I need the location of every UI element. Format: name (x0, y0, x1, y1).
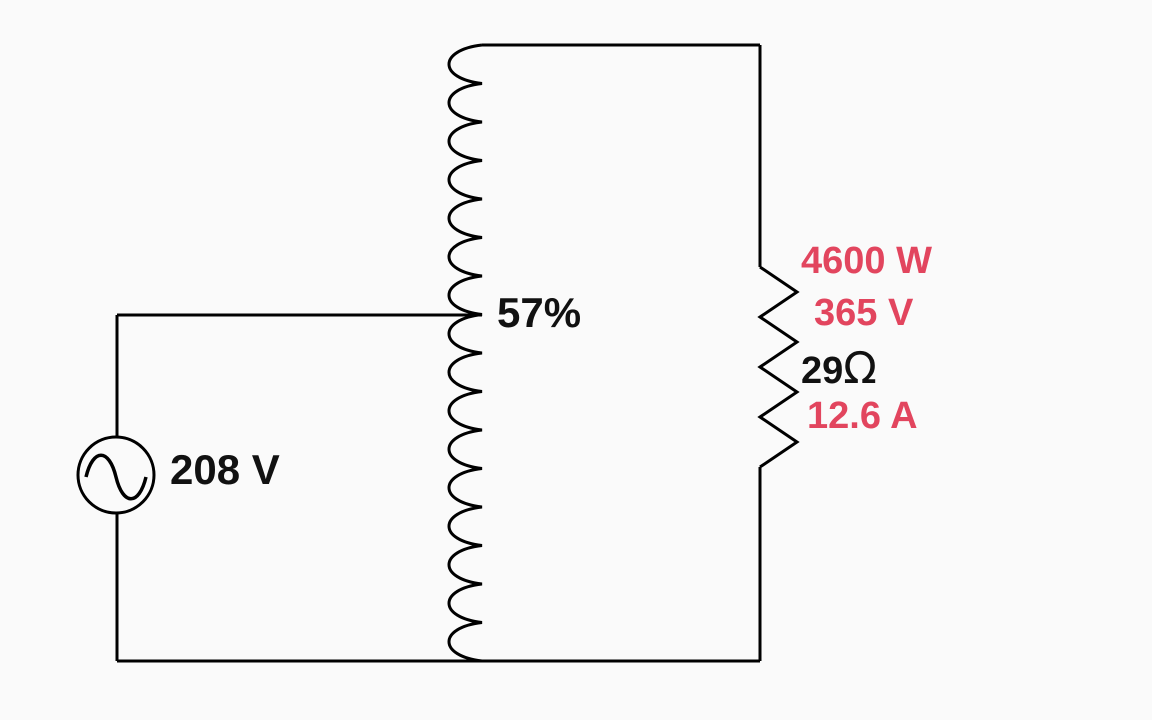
resistor-zigzag (757, 265, 800, 469)
source-voltage-label: 208 V (170, 446, 280, 493)
ohm-unit-symbol: Ω (843, 343, 877, 394)
tap-percent-label: 57% (497, 289, 582, 336)
load-current-label: 12.6 A (807, 395, 918, 437)
load-resistance-label: 29Ω (801, 347, 877, 391)
ac-source-symbol (76, 435, 156, 515)
load-resistance-value: 29 (801, 350, 844, 392)
sine-wave-icon (84, 453, 148, 501)
load-power-label: 4600 W (801, 240, 932, 282)
autotransformer-winding-coil (447, 43, 483, 663)
load-voltage-label: 365 V (814, 292, 914, 334)
